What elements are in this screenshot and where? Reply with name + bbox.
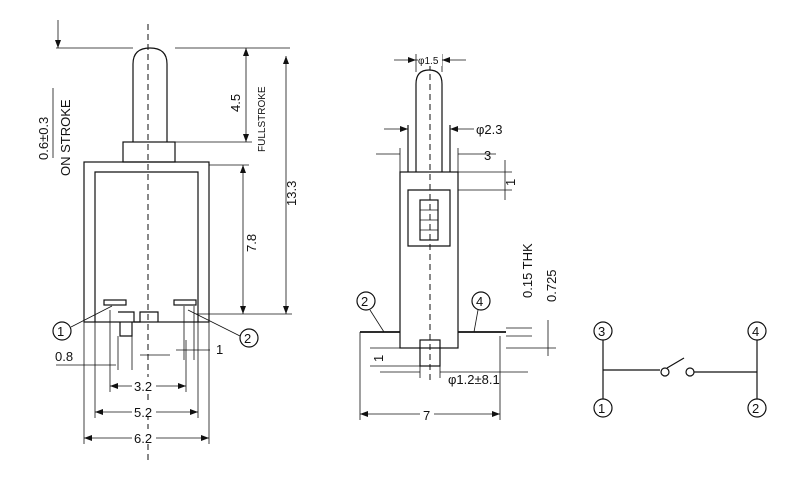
arrow [55, 40, 61, 48]
actuator-dia-value: φ1.5 [418, 56, 439, 67]
inner-width-value: 5.2 [134, 405, 152, 420]
arrow [360, 411, 368, 417]
actuator-outline [132, 47, 168, 142]
arrow [283, 56, 289, 64]
side-terminal-2-number: 2 [361, 294, 368, 309]
terminal-1-callout [52, 321, 72, 341]
pin-right [173, 299, 197, 306]
schematic-terminal-4-number: 4 [752, 324, 759, 339]
pin-offset-value: 0.8 [55, 349, 73, 364]
side-terminal-4-number: 4 [476, 294, 483, 309]
terminal-2-callout [239, 328, 259, 348]
full-stroke-label: FULLSTROKE [257, 86, 268, 152]
collar-outline [122, 141, 176, 163]
side-window [407, 189, 451, 247]
arrow [201, 435, 209, 441]
body-outer [83, 161, 210, 323]
collar-offset-value: 3 [484, 148, 491, 163]
bottom-feature [118, 311, 159, 323]
side-actuator [415, 69, 443, 172]
arrow [450, 126, 458, 132]
side-view: φ1.5 φ2.3 3 1 0.15 THK 0.725 2 4 [356, 54, 559, 423]
side-terminal-2-callout [356, 291, 376, 311]
switch-contact-left [660, 367, 670, 377]
leader-line [70, 305, 113, 328]
pin-width-value: 1 [216, 342, 223, 357]
leader-line [473, 309, 479, 333]
leader-line [369, 309, 385, 333]
switch-schematic: 3 1 4 2 [593, 321, 767, 418]
depth-value: 7 [423, 408, 430, 423]
arrow [95, 409, 103, 415]
schematic-terminal-3-number: 3 [598, 324, 605, 339]
arrow [84, 435, 92, 441]
label-bg [132, 377, 156, 391]
schematic-terminal-2-number: 2 [752, 401, 759, 416]
arrow [240, 306, 246, 314]
side-collar [407, 125, 451, 172]
arrow [110, 383, 118, 389]
pin-step-value: 1 [371, 355, 386, 362]
arrow [492, 411, 500, 417]
terminal-offset-value: 0.725 [544, 269, 559, 302]
front-view: 0.6±0.3 ON STROKE 4.5 FULLSTROKE 13.3 7.… [36, 20, 299, 460]
side-pin [419, 339, 441, 367]
label-bg [132, 403, 156, 417]
arrow [243, 134, 249, 142]
side-body [399, 171, 459, 349]
center-pin [119, 322, 133, 337]
arrow [178, 383, 186, 389]
overall-height-value: 13.3 [284, 181, 299, 206]
arrow [408, 57, 416, 63]
side-terminal-4-callout [471, 291, 491, 311]
label-bg [132, 429, 156, 443]
switch-contact-right [685, 367, 695, 377]
pitch-value: 3.2 [134, 379, 152, 394]
collar-step-value: 1 [503, 179, 518, 186]
terminal-thickness-value: 0.15 THK [520, 243, 535, 298]
terminal-1-number: 1 [57, 324, 64, 339]
arrow [190, 409, 198, 415]
body-inner [94, 171, 199, 322]
pin-spec-value: φ1.2±8.1 [448, 372, 500, 387]
arrow [442, 57, 450, 63]
body-height-value: 7.8 [244, 234, 259, 252]
body-width-value: 6.2 [134, 431, 152, 446]
arrow [400, 126, 408, 132]
full-stroke-value: 4.5 [228, 94, 243, 112]
schematic-terminal-1-number: 1 [598, 401, 605, 416]
terminal-2-number: 2 [244, 331, 251, 346]
label-bg [418, 54, 442, 66]
arrow [240, 165, 246, 173]
arrow [283, 306, 289, 314]
on-stroke-label: ON STROKE [58, 99, 73, 176]
on-stroke-value: 0.6±0.3 [36, 117, 51, 160]
pin-left [103, 299, 127, 306]
leader-line [187, 309, 241, 337]
arrow [243, 48, 249, 56]
collar-dia-value: φ2.3 [476, 122, 503, 137]
switch-blade [666, 357, 685, 369]
label-bg [420, 405, 434, 419]
